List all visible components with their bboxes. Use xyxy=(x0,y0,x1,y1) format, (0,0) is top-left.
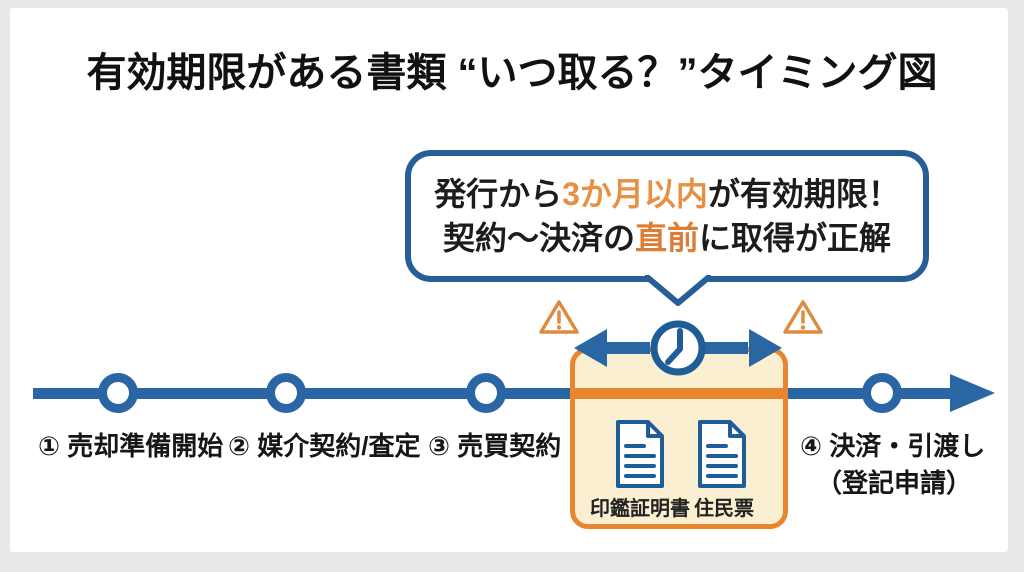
callout-text: に取得が正解 xyxy=(699,220,892,256)
callout-text: が有効期限！ xyxy=(707,176,900,212)
warning-icon xyxy=(539,300,579,334)
arrow-right-icon xyxy=(704,329,782,367)
milestone-4-marker xyxy=(862,373,902,413)
document-icon xyxy=(698,420,746,488)
highlight-box xyxy=(570,347,788,529)
callout-line-2: 契約〜決済の直前に取得が正解 xyxy=(443,216,891,260)
page-title: 有効期限がある書類 “いつ取る？”タイミング図 xyxy=(86,51,938,95)
arrowhead-right-icon xyxy=(950,374,995,412)
milestone-4-label: ④ 決済・引渡し （登記申請） xyxy=(800,426,985,500)
clock-icon xyxy=(650,320,706,376)
document-label-seal-certificate: 印鑑証明書 xyxy=(590,498,690,520)
document-icon xyxy=(616,420,664,488)
callout-highlight: 直前 xyxy=(634,220,699,256)
callout-line-1: 発行から3か月以内が有効期限！ xyxy=(434,172,900,216)
callout-text: 契約〜決済の xyxy=(442,220,635,256)
milestone-1-marker xyxy=(98,373,138,413)
callout-highlight: 3か月以内 xyxy=(562,176,708,212)
highlight-box-timeline-segment xyxy=(572,388,786,399)
milestone-2-label: ② 媒介契約/査定 xyxy=(228,431,421,461)
milestone-1-label: ① 売却準備開始 xyxy=(38,431,224,461)
callout-tail xyxy=(645,275,711,306)
callout-text: 発行から xyxy=(434,176,563,212)
milestone-4-label-line2: （登記申請） xyxy=(816,468,973,498)
milestone-3-marker xyxy=(466,373,506,413)
warning-icon xyxy=(783,300,823,334)
milestone-2-marker xyxy=(266,373,306,413)
milestone-4-label-line1: ④ 決済・引渡し xyxy=(800,431,986,461)
arrow-left-icon xyxy=(574,329,650,367)
document-label-residence-certificate: 住民票 xyxy=(694,498,754,520)
milestone-3-label: ③ 売買契約 xyxy=(428,431,562,461)
callout-bubble: 発行から3か月以内が有効期限！ 契約〜決済の直前に取得が正解 xyxy=(405,150,929,282)
